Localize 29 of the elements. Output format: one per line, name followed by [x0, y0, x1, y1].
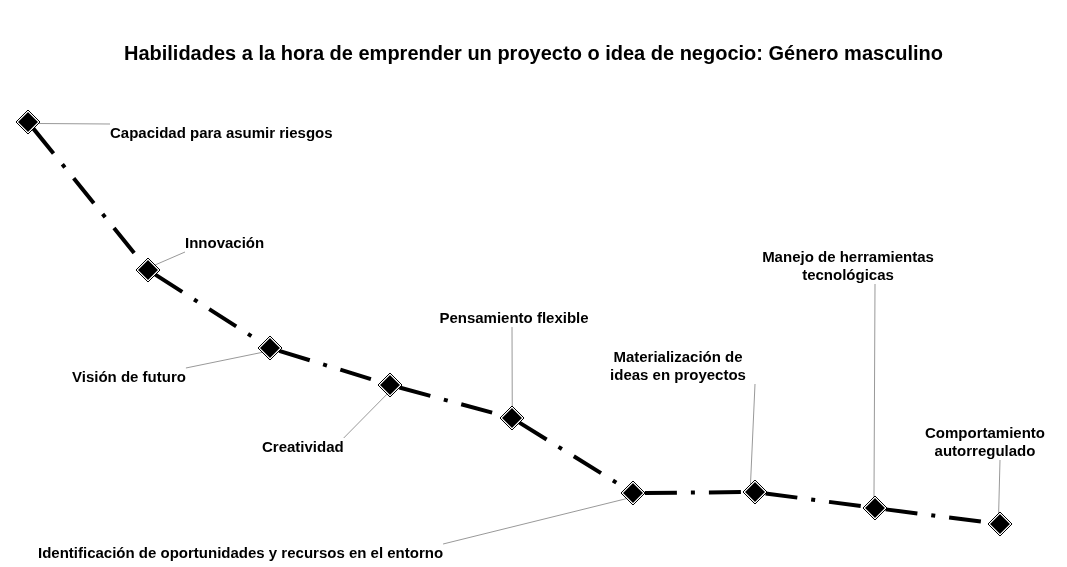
- leader-line: [185, 351, 263, 369]
- leader-line: [38, 123, 111, 125]
- leader-line: [343, 393, 388, 439]
- diamond-marker: [621, 481, 645, 505]
- diamond-marker: [500, 406, 524, 430]
- data-label: Visión de futuro: [72, 368, 186, 386]
- diamond-marker: [743, 480, 767, 504]
- leader-line: [749, 383, 756, 486]
- data-label: Creatividad: [262, 438, 344, 456]
- diamond-marker: [16, 110, 40, 134]
- data-label: Identificación de oportunidades y recursos en el entorno: [38, 544, 444, 562]
- diamond-marker: [988, 512, 1012, 536]
- data-label: Capacidad para asumir riesgos: [110, 124, 333, 142]
- leader-line: [511, 326, 513, 407]
- leader-line: [442, 498, 628, 545]
- chart-title: Habilidades a la hora de emprender un proyecto o idea de negocio: Género masculino: [122, 42, 945, 64]
- leader-line: [154, 251, 186, 266]
- diamond-marker: [378, 373, 402, 397]
- diamond-marker: [258, 336, 282, 360]
- diamond-marker: [863, 496, 887, 520]
- data-label: Manejo de herramientas tecnológicas: [738, 248, 958, 284]
- data-label: Innovación: [185, 234, 265, 252]
- leader-line: [998, 459, 1001, 514]
- leader-line: [873, 283, 876, 498]
- chart-line-segment: [644, 490, 744, 495]
- data-label: Comportamiento autorregulado: [905, 424, 1065, 460]
- data-label: Materialización de ideas en proyectos: [598, 348, 758, 384]
- data-label: Pensamiento flexible: [434, 309, 594, 327]
- diamond-marker: [136, 258, 160, 282]
